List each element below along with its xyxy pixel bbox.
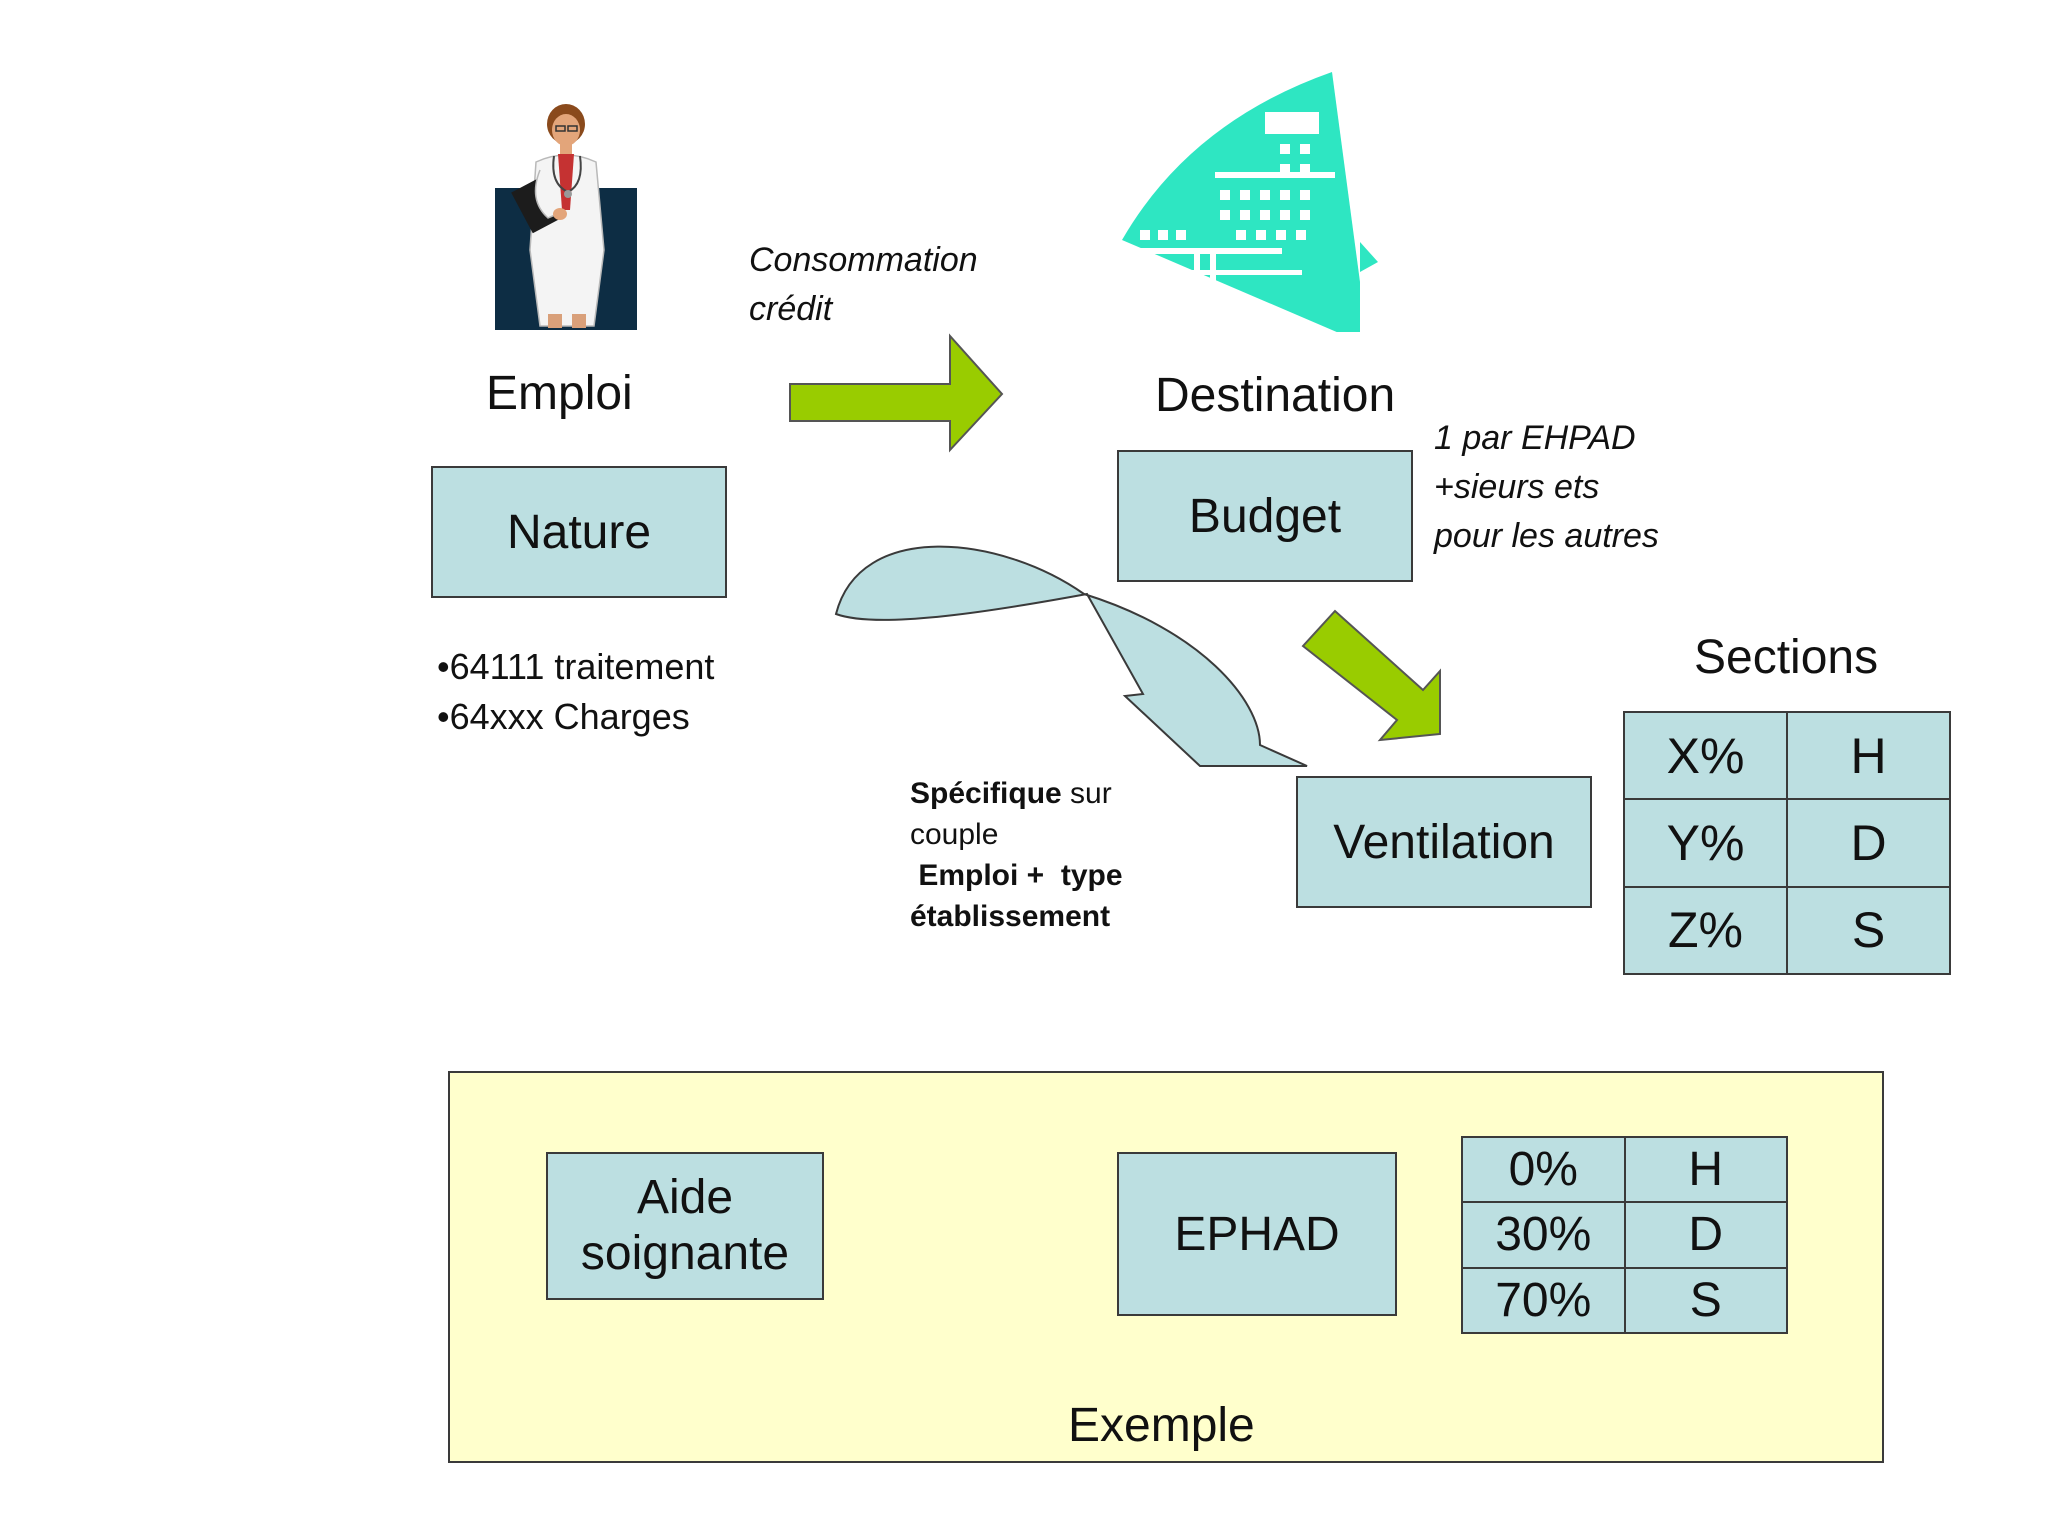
sections-cell-percent: X% [1624, 712, 1787, 800]
example-cell-percent: 0% [1462, 1137, 1625, 1203]
example-ephad-box: EPHAD [1117, 1152, 1397, 1316]
budget-box-label: Budget [1188, 489, 1342, 543]
example-ephad-label: EPHAD [1174, 1207, 1340, 1261]
example-table: 0% H 30% D 70% S [1461, 1136, 1788, 1334]
nature-items: •64111 traitement •64xxx Charges [437, 642, 714, 742]
nature-box-label: Nature [506, 505, 652, 559]
ventilation-box-label: Ventilation [1333, 815, 1555, 869]
budget-note-line3: pour les autres [1434, 517, 1659, 555]
example-aide-soignante-box: Aide soignante [546, 1152, 824, 1300]
specifique-line4: établissement [910, 900, 1111, 933]
specifique-bold: Spécifique [910, 777, 1062, 810]
sections-cell-letter: D [1787, 799, 1950, 887]
nature-item: •64111 traitement [437, 646, 715, 687]
example-cell-letter: D [1624, 1202, 1787, 1268]
label-emploi: Emploi [486, 367, 633, 420]
budget-note: 1 par EHPAD +sieurs ets pour les autres [1434, 414, 1659, 561]
example-cell-percent: 30% [1462, 1202, 1625, 1268]
specifique-note: Spécifique sur couple Emploi + type étab… [910, 773, 1123, 937]
label-exemple: Exemple [1068, 1399, 1255, 1452]
nature-box: Nature [431, 466, 727, 598]
nature-item: •64xxx Charges [437, 696, 690, 737]
specifique-line1: Spécifique sur [910, 773, 1123, 814]
budget-note-line2: +sieurs ets [1434, 468, 1600, 506]
specifique-line2: couple [910, 818, 999, 851]
specifique-line3: Emploi + type [910, 859, 1123, 892]
doctor-icon [490, 100, 640, 330]
sections-cell-letter: S [1787, 886, 1950, 974]
curved-arrow-specifique [834, 545, 1308, 767]
label-destination: Destination [1155, 369, 1396, 422]
example-cell-letter: S [1624, 1267, 1787, 1333]
example-cell-letter: H [1624, 1137, 1787, 1203]
arrow-note-line1: Consommation [749, 241, 978, 279]
arrow-note-line2: crédit [749, 290, 833, 328]
budget-box: Budget [1117, 450, 1413, 582]
budget-note-line1: 1 par EHPAD [1434, 419, 1636, 457]
example-left-line2: soignante [580, 1227, 790, 1280]
specifique-text: sur [1061, 777, 1112, 810]
arrow-note: Consommation crédit [749, 236, 978, 334]
ventilation-box: Ventilation [1296, 776, 1592, 908]
arrow-emploi-destination [789, 333, 1004, 453]
sections-cell-percent: Z% [1624, 886, 1787, 974]
arrow-budget-ventilation [1301, 609, 1441, 742]
sections-table: X% H Y% D Z% S [1623, 711, 1951, 975]
sections-cell-letter: H [1787, 712, 1950, 800]
example-left-line1: Aide [636, 1171, 734, 1224]
example-cell-percent: 70% [1462, 1267, 1625, 1333]
hospital-building-icon [1110, 72, 1390, 342]
sections-cell-percent: Y% [1624, 799, 1787, 887]
label-sections: Sections [1694, 631, 1879, 684]
